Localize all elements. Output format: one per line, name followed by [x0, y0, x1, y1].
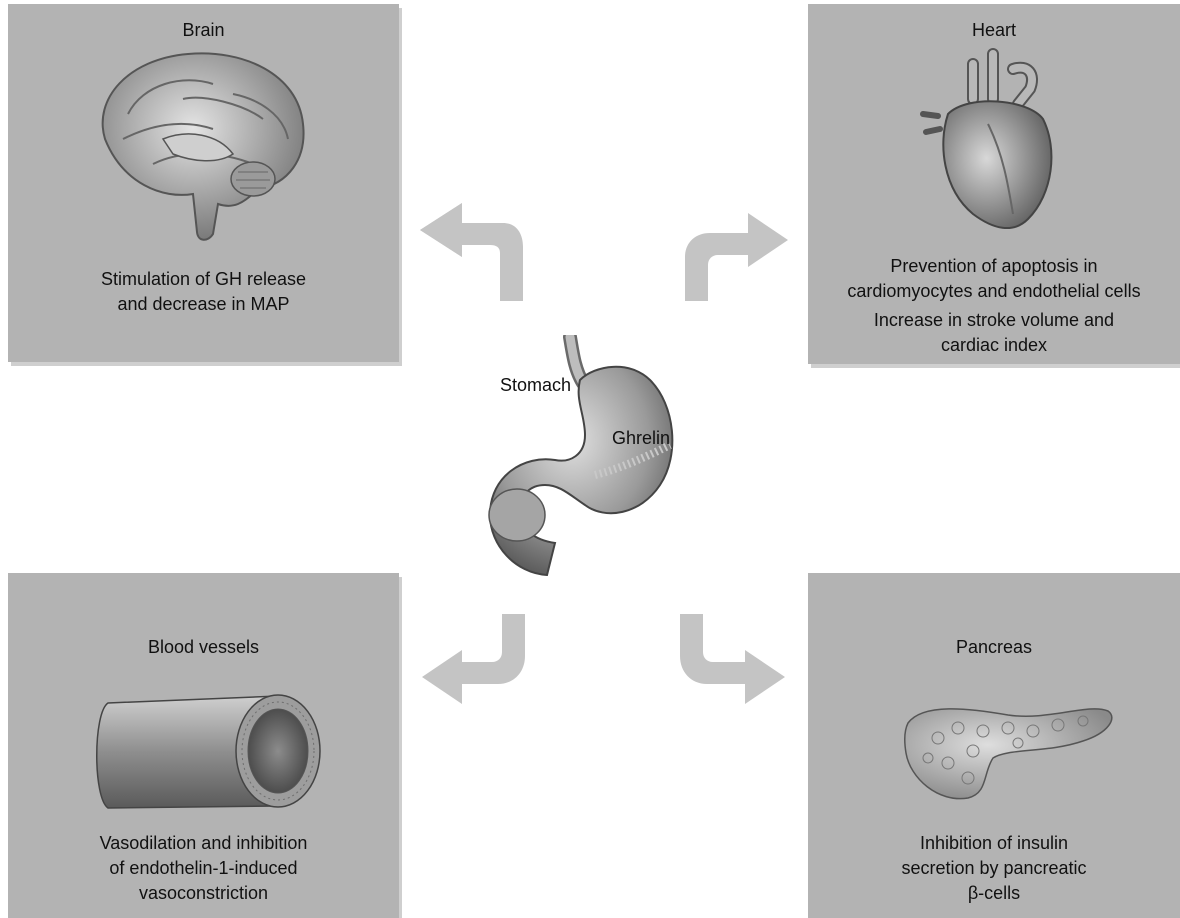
brain-description: Stimulation of GH release and decrease i… [8, 267, 399, 317]
stomach-label: Stomach [500, 375, 571, 396]
pancreas-line-1: Inhibition of insulin [808, 831, 1180, 856]
blood-vessels-line-1: Vasodilation and inhibition [8, 831, 399, 856]
blood-vessels-panel: Blood vessels Vasodilation and inhibitio… [8, 573, 399, 918]
arrow-to-blood-vessels [420, 612, 528, 712]
pancreas-line-3: β-cells [808, 881, 1180, 906]
pancreas-panel: Pancreas Inhibition of insulin secretion… [808, 573, 1180, 918]
pancreas-description: Inhibition of insulin secretion by pancr… [808, 831, 1180, 906]
blood-vessels-line-2: of endothelin-1-induced [8, 856, 399, 881]
brain-line-2: and decrease in MAP [8, 292, 399, 317]
heart-description: Prevention of apoptosis in cardiomyocyte… [808, 254, 1180, 358]
heart-line-3: Increase in stroke volume and [808, 308, 1180, 333]
stomach-illustration [475, 335, 685, 580]
blood-vessels-description: Vasodilation and inhibition of endotheli… [8, 831, 399, 906]
ghrelin-label: Ghrelin [612, 428, 670, 449]
brain-line-1: Stimulation of GH release [8, 267, 399, 292]
arrow-to-heart [680, 205, 790, 303]
blood-vessel-illustration [88, 688, 328, 818]
heart-line-1: Prevention of apoptosis in [808, 254, 1180, 279]
heart-title: Heart [808, 20, 1180, 41]
heart-illustration [918, 44, 1068, 244]
brain-illustration [93, 44, 313, 244]
heart-line-4: cardiac index [808, 333, 1180, 358]
pancreas-line-2: secretion by pancreatic [808, 856, 1180, 881]
arrow-to-pancreas [675, 612, 787, 712]
pancreas-illustration [898, 693, 1118, 803]
brain-title: Brain [8, 20, 399, 41]
arrow-to-brain [418, 195, 528, 303]
pancreas-title: Pancreas [808, 637, 1180, 658]
heart-panel: Heart Prevention of apoptosis in cardiom… [808, 4, 1180, 364]
brain-panel: Brain Stimulation of GH release and decr… [8, 4, 399, 362]
blood-vessels-title: Blood vessels [8, 637, 399, 658]
heart-line-2: cardiomyocytes and endothelial cells [808, 279, 1180, 304]
blood-vessels-line-3: vasoconstriction [8, 881, 399, 906]
